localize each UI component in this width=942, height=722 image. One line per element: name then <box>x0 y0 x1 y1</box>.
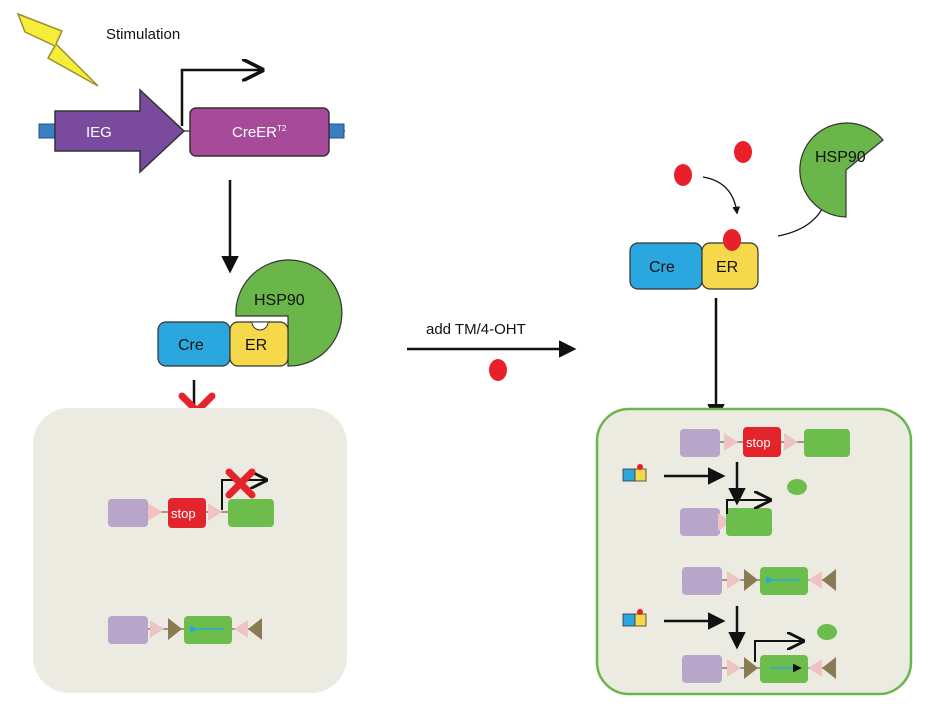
binding-arrow <box>702 176 741 215</box>
hsp90-protein-free <box>799 122 884 218</box>
active-cre-er-complex: Cre ER <box>629 229 759 290</box>
gene-construct: IEG CreERT2 <box>38 70 345 174</box>
creer-label: CreER <box>232 124 277 141</box>
inactive-cre-er-complex: HSP90 Cre ER <box>157 259 343 367</box>
reporter-stop-construct-inactive: stop <box>108 468 274 528</box>
stimulation-label: Stimulation <box>106 26 180 43</box>
reporter-stop-construct-after <box>680 500 772 536</box>
reporter-flex-construct-inactive <box>108 616 262 644</box>
transcription-start-arrow <box>180 70 262 126</box>
tamoxifen-molecule <box>489 359 507 381</box>
er-label-active: ER <box>716 259 738 276</box>
svg-text:CreERT2: CreERT2 <box>232 124 287 141</box>
creer-gene-box <box>189 107 330 157</box>
cre-label-active: Cre <box>649 259 675 276</box>
nucleus-panel-active <box>595 407 913 696</box>
nucleus-panel-inactive <box>33 408 347 693</box>
bound-tamoxifen <box>723 229 741 251</box>
er-label-inactive: ER <box>245 337 267 354</box>
recombinase-icon <box>622 464 647 482</box>
creer-superscript: T2 <box>277 124 287 133</box>
hsp90-protein-inactive <box>235 259 343 367</box>
tamoxifen-molecule <box>674 164 692 186</box>
stop-label-active: stop <box>746 435 771 450</box>
right-flank-block <box>327 123 345 139</box>
tamoxifen-molecule <box>734 141 752 163</box>
reporter-flex-construct-before <box>682 567 836 595</box>
expressed-reporter-protein <box>787 479 807 495</box>
blocked-transcription-x-icon <box>225 468 256 499</box>
lightning-bolt-icon <box>16 12 99 87</box>
hsp90-released: HSP90 <box>799 122 884 218</box>
cre-label-inactive: Cre <box>178 337 204 354</box>
recombinase-icon <box>622 609 647 627</box>
left-flank-block <box>38 123 56 139</box>
er-binding-pocket <box>251 321 269 331</box>
expressed-reporter-protein <box>817 624 837 640</box>
hsp90-label-inactive: HSP90 <box>254 292 305 309</box>
stop-label-inactive: stop <box>171 506 196 521</box>
reporter-stop-construct-before: stop <box>680 427 850 457</box>
ieg-label: IEG <box>86 124 112 141</box>
reporter-flex-construct-after <box>682 641 836 683</box>
hsp90-label-free: HSP90 <box>815 149 866 166</box>
treatment-label: add TM/4-OHT <box>426 321 526 338</box>
ieg-promoter-arrow <box>54 88 186 174</box>
